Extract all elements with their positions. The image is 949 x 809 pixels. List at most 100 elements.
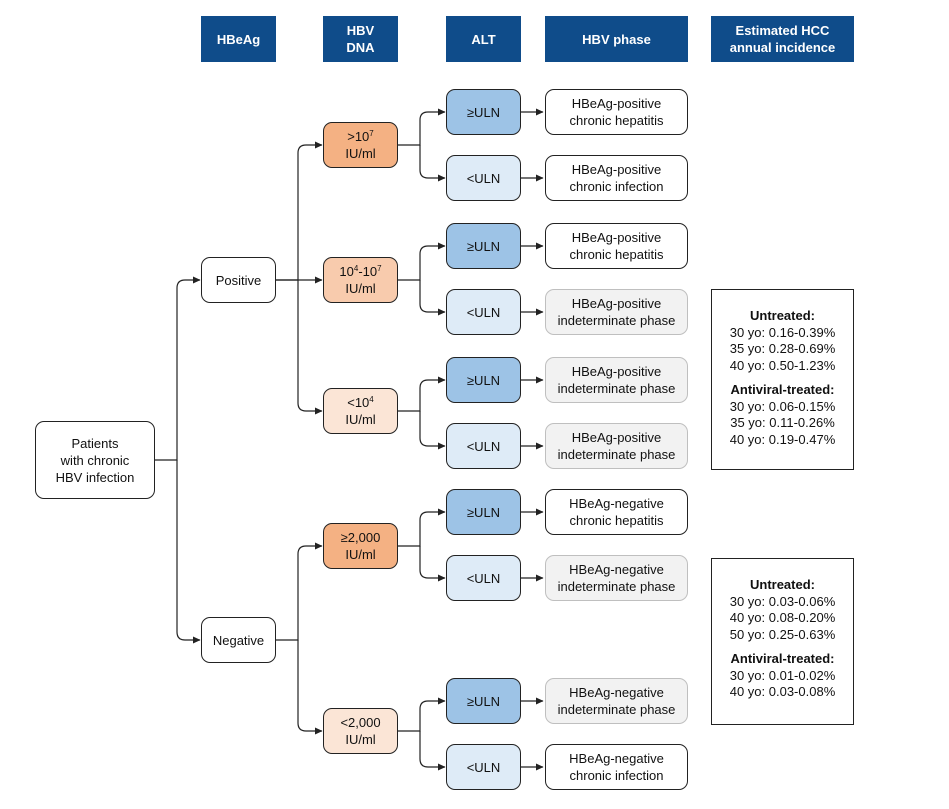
phase-line-1: HBeAg-negative [569, 496, 664, 511]
alt-node-2: <ULN [446, 155, 521, 201]
incidence-row: 30 yo: 0.16-0.39% [729, 324, 836, 340]
header-hbv-phase: HBV phase [545, 16, 688, 62]
dna-pos-mid-a-exp: 4 [353, 264, 359, 273]
incidence-row: 35 yo: 0.28-0.69% [729, 341, 836, 356]
root-line-2: with chronic [60, 452, 130, 468]
alt-label: ≥ULN [466, 104, 501, 120]
alt-node-8: <ULN [446, 555, 521, 601]
incidence-row: 30 yo: 0.01-0.02% [729, 667, 836, 683]
phase-node-7: HBeAg-negative chronic hepatitis [545, 489, 688, 535]
hcc-incidence-positive-box: Untreated: 30 yo: 0.16-0.39% 35 yo: 0.28… [711, 289, 854, 470]
phase-node-1: HBeAg-positive chronic hepatitis [545, 89, 688, 135]
phase-line-2: chronic hepatitis [569, 247, 664, 262]
header-hcc-incidence: Estimated HCC annual incidence [711, 16, 854, 62]
treated-heading: Antiviral-treated: [730, 382, 835, 397]
phase-line-1: HBeAg-positive [571, 230, 662, 245]
phase-node-3: HBeAg-positive chronic hepatitis [545, 223, 688, 269]
dna-pos-high-unit: IU/ml [345, 146, 376, 161]
dna-pos-mid-node: 104-107 IU/ml [323, 257, 398, 303]
hbeag-negative-node: Negative [201, 617, 276, 663]
phase-node-2: HBeAg-positive chronic infection [545, 155, 688, 201]
alt-label: ≥ULN [466, 238, 501, 254]
phase-line-1: HBeAg-positive [571, 296, 662, 311]
root-line-3: HBV infection [55, 469, 135, 485]
phase-line-1: HBeAg-positive [571, 364, 662, 379]
dna-neg-high-value: ≥2,000 [340, 530, 381, 545]
phase-line-1: HBeAg-positive [571, 162, 662, 177]
alt-node-10: <ULN [446, 744, 521, 790]
phase-line-1: HBeAg-negative [569, 751, 664, 766]
alt-node-5: ≥ULN [446, 357, 521, 403]
hbeag-negative-label: Negative [212, 632, 265, 648]
phase-line-2: indeterminate phase [557, 579, 676, 594]
hcc-incidence-negative-box: Untreated: 30 yo: 0.03-0.06% 40 yo: 0.08… [711, 558, 854, 725]
incidence-row: 50 yo: 0.25-0.63% [729, 626, 836, 642]
dna-neg-low-node: <2,000 IU/ml [323, 708, 398, 754]
alt-node-7: ≥ULN [446, 489, 521, 535]
phase-line-2: indeterminate phase [557, 447, 676, 462]
dna-neg-high-unit: IU/ml [345, 547, 376, 562]
alt-node-3: ≥ULN [446, 223, 521, 269]
dna-neg-low-unit: IU/ml [345, 732, 376, 747]
alt-label: ≥ULN [466, 504, 501, 520]
phase-node-10: HBeAg-negative chronic infection [545, 744, 688, 790]
incidence-row: 40 yo: 0.50-1.23% [729, 357, 836, 373]
phase-line-2: indeterminate phase [557, 381, 676, 396]
phase-node-8: HBeAg-negative indeterminate phase [545, 555, 688, 601]
treated-heading: Antiviral-treated: [730, 651, 835, 666]
header-hbv-dna: HBV DNA [323, 16, 398, 62]
dna-pos-high-value: >10 [347, 129, 370, 144]
dna-pos-low-node: <104 IU/ml [323, 388, 398, 434]
dna-pos-mid-b: -10 [358, 264, 378, 279]
dna-pos-low-unit: IU/ml [345, 412, 376, 427]
alt-node-9: ≥ULN [446, 678, 521, 724]
dna-pos-low-value: <10 [347, 395, 370, 410]
dna-pos-low-exp: 4 [369, 395, 374, 404]
dna-pos-mid-a: 10 [339, 264, 354, 279]
dna-neg-high-node: ≥2,000 IU/ml [323, 523, 398, 569]
alt-label: <ULN [466, 304, 501, 320]
alt-label: <ULN [466, 759, 501, 775]
incidence-row: 30 yo: 0.06-0.15% [729, 398, 836, 414]
phase-line-1: HBeAg-negative [569, 685, 664, 700]
dna-neg-low-value: <2,000 [340, 715, 381, 730]
untreated-heading: Untreated: [749, 577, 815, 592]
phase-line-2: chronic hepatitis [569, 113, 664, 128]
phase-line-1: HBeAg-positive [571, 430, 662, 445]
dna-pos-mid-unit: IU/ml [345, 281, 376, 296]
incidence-row: 35 yo: 0.11-0.26% [730, 415, 835, 430]
header-hbeag: HBeAg [201, 16, 276, 62]
alt-label: ≥ULN [466, 372, 501, 388]
alt-label: <ULN [466, 170, 501, 186]
alt-label: <ULN [466, 438, 501, 454]
phase-line-2: indeterminate phase [557, 702, 676, 717]
hbeag-positive-node: Positive [201, 257, 276, 303]
phase-node-6: HBeAg-positive indeterminate phase [545, 423, 688, 469]
phase-node-5: HBeAg-positive indeterminate phase [545, 357, 688, 403]
incidence-row: 40 yo: 0.03-0.08% [729, 684, 836, 699]
root-patients-node: Patients with chronic HBV infection [35, 421, 155, 499]
hbeag-positive-label: Positive [215, 272, 262, 288]
incidence-row: 40 yo: 0.08-0.20% [729, 610, 836, 625]
phase-line-2: indeterminate phase [557, 313, 676, 328]
phase-line-1: HBeAg-negative [569, 562, 664, 577]
alt-node-4: <ULN [446, 289, 521, 335]
untreated-heading: Untreated: [749, 308, 815, 323]
phase-line-2: chronic hepatitis [569, 513, 664, 528]
header-alt: ALT [446, 16, 521, 62]
alt-node-6: <ULN [446, 423, 521, 469]
dna-pos-high-node: >107 IU/ml [323, 122, 398, 168]
incidence-row: 30 yo: 0.03-0.06% [729, 593, 836, 609]
incidence-row: 40 yo: 0.19-0.47% [729, 431, 836, 447]
dna-pos-high-exp: 7 [369, 129, 374, 138]
phase-line-2: chronic infection [569, 768, 664, 783]
alt-node-1: ≥ULN [446, 89, 521, 135]
root-line-1: Patients [71, 435, 119, 451]
phase-line-1: HBeAg-positive [571, 96, 662, 111]
phase-line-2: chronic infection [569, 179, 664, 194]
alt-label: ≥ULN [466, 693, 501, 709]
phase-node-9: HBeAg-negative indeterminate phase [545, 678, 688, 724]
dna-pos-mid-b-exp: 7 [377, 264, 382, 273]
phase-node-4: HBeAg-positive indeterminate phase [545, 289, 688, 335]
